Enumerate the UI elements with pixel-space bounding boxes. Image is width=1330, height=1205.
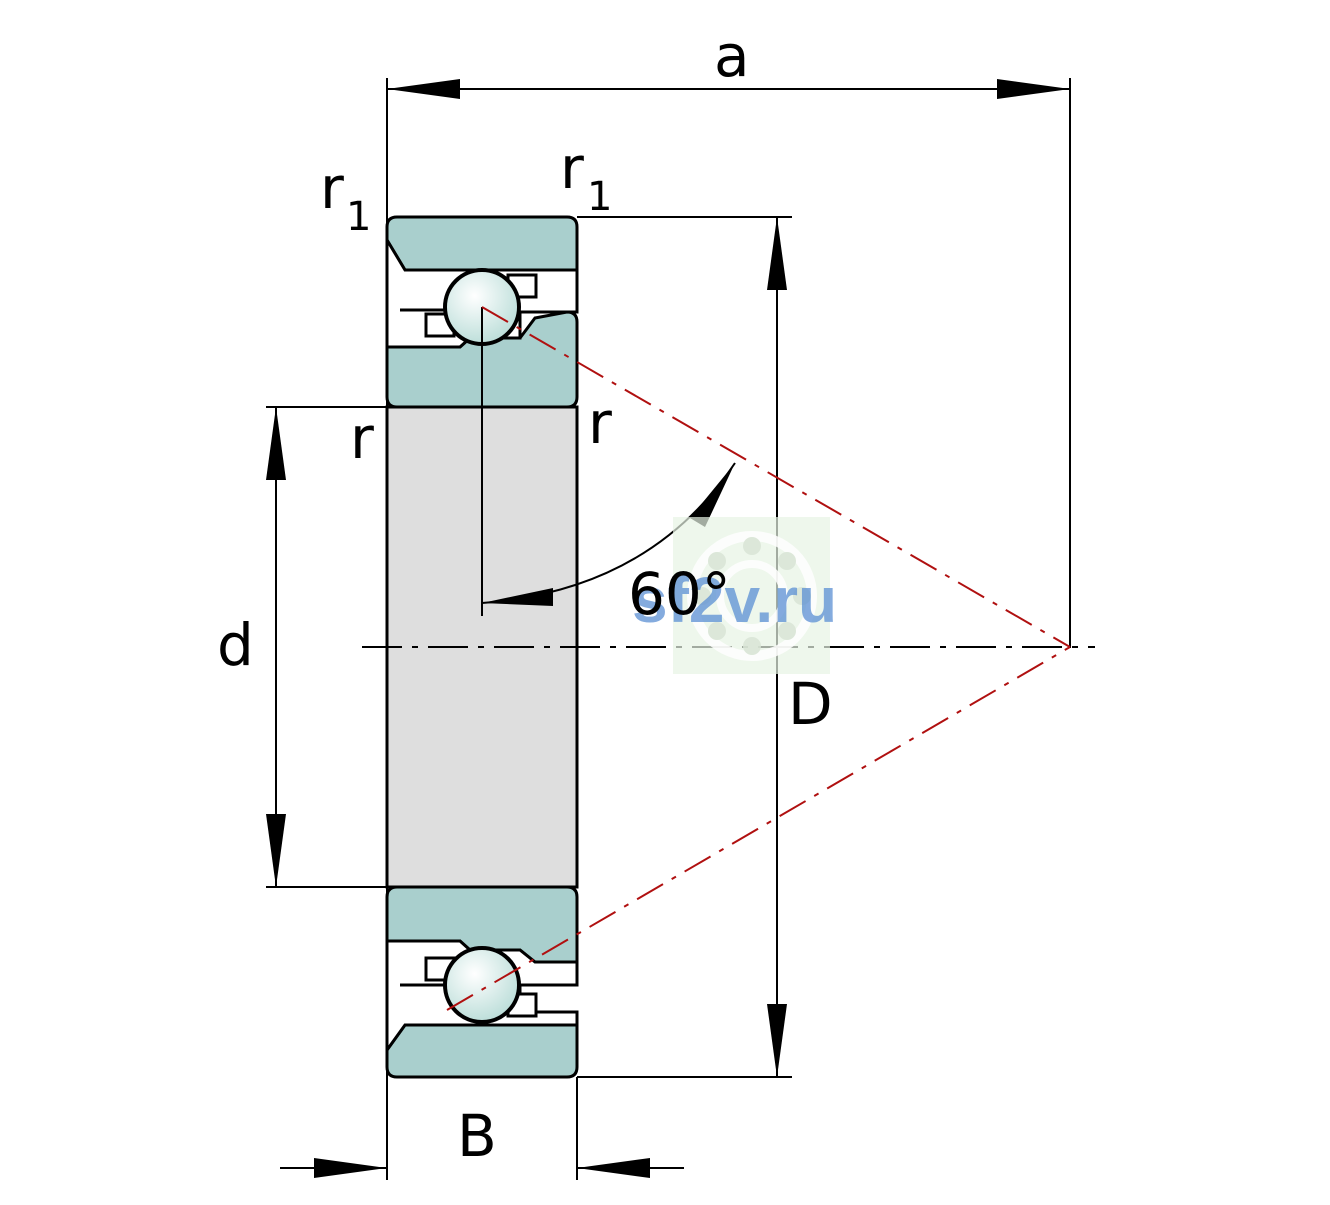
watermark-text: sf2v.ru [632,564,837,636]
ball-bottom [443,946,521,1024]
label-d: d [217,611,254,679]
label-r-right: r [588,389,612,457]
bearing-logo-icon [687,531,817,661]
dimension-B [280,1158,684,1178]
label-r1-left-sub: 1 [346,194,371,240]
label-r1-right-sub: 1 [587,174,612,220]
label-r1-right: r [560,134,584,202]
contact-lines [446,306,1071,1011]
label-r-left: r [350,404,374,472]
dimension-d [266,407,286,887]
dimension-a [387,79,1070,99]
label-a: a [714,22,750,90]
label-D: D [788,670,833,738]
angle-arrow-end [690,463,735,527]
outer-ring-bottom [385,1023,579,1079]
angle-arrow-start [482,588,553,606]
outer-ring-top [385,215,579,272]
watermark: sf2v.ru [632,517,837,674]
label-r1-left: r [320,154,344,222]
label-angle: 60° [628,560,731,628]
label-B: B [457,1102,497,1170]
extension-lines [266,78,1071,1180]
